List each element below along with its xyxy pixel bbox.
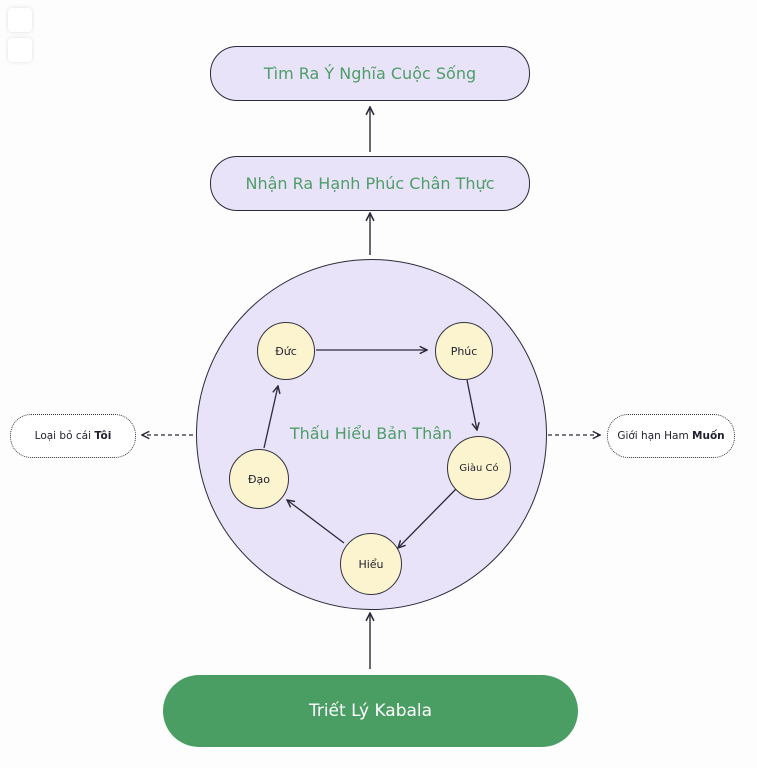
note-remove-ego-label: Loại bỏ cái Tôi [34,430,112,442]
note-remove-ego[interactable]: Loại bỏ cái Tôi [10,414,136,458]
note-limit-desire-label: Giới hạn Ham Muốn [617,430,725,442]
node-kabala-philosophy[interactable]: Triết Lý Kabala [163,675,578,747]
node-true-happiness[interactable]: Nhận Ra Hạnh Phúc Chân Thực [210,156,530,211]
cycle-node-hieu-label: Hiểu [358,557,384,571]
cycle-node-dao-label: Đạo [248,472,270,486]
cycle-node-giau-co[interactable]: Giàu Có [447,436,511,500]
cycle-node-duc[interactable]: Đức [257,322,315,380]
cycle-node-giau-co-label: Giàu Có [459,462,499,474]
cycle-node-dao[interactable]: Đạo [229,449,289,509]
note-limit-desire[interactable]: Giới hạn Ham Muốn [607,414,735,458]
node-meaning-of-life[interactable]: Tìm Ra Ý Nghĩa Cuộc Sống [210,46,530,101]
cycle-node-phuc[interactable]: Phúc [435,322,493,380]
corner-widget-bottom[interactable] [8,38,32,62]
corner-widget-top[interactable] [8,8,32,32]
node-meaning-label: Tìm Ra Ý Nghĩa Cuộc Sống [263,64,477,83]
cycle-node-phuc-label: Phúc [450,344,478,358]
circle-center-label: Thấu Hiểu Bản Thân [289,424,453,443]
node-happiness-label: Nhận Ra Hạnh Phúc Chân Thực [245,174,495,193]
cycle-node-hieu[interactable]: Hiểu [340,533,402,595]
node-kabala-label: Triết Lý Kabala [308,701,433,721]
cycle-node-duc-label: Đức [275,344,297,358]
